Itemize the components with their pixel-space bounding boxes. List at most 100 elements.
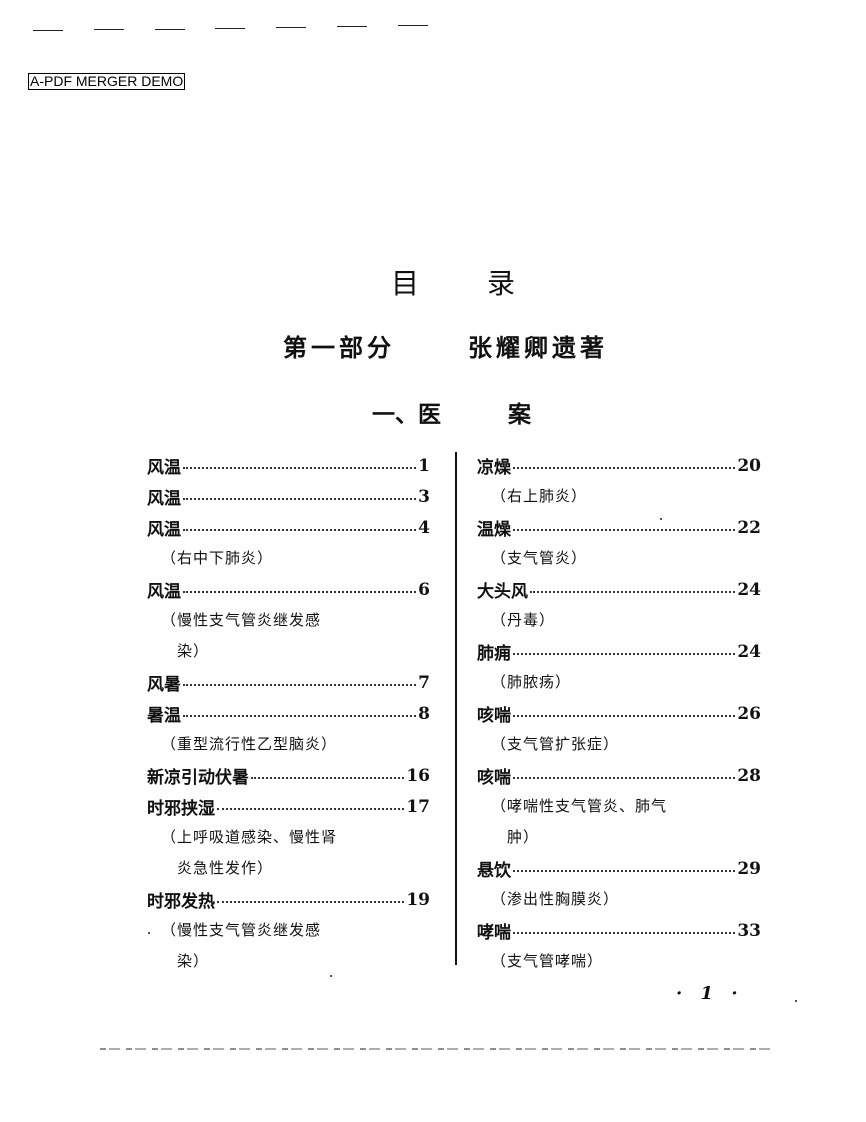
toc-entry-page: 33 bbox=[737, 920, 761, 941]
toc-entry-note: （支气管炎） bbox=[491, 549, 588, 567]
toc-entry-title: 凉燥 bbox=[477, 458, 511, 478]
toc-entry-title: 咳喘 bbox=[477, 768, 511, 788]
toc-entry-note: （右上肺炎） bbox=[491, 487, 588, 505]
dot-leader bbox=[183, 528, 417, 531]
dot-leader bbox=[217, 807, 405, 810]
page-title-char-2: 录 bbox=[487, 267, 516, 300]
toc-entry[interactable]: 新凉引动伏暑 16 bbox=[147, 760, 430, 791]
toc-entry-note: 炎急性发作） bbox=[177, 859, 274, 877]
column-divider bbox=[455, 452, 457, 965]
section-heading: 一、医 案 bbox=[0, 395, 866, 428]
part-heading-author: 张耀卿遗著 bbox=[468, 333, 608, 362]
toc-entry-title: 风温 bbox=[147, 520, 181, 540]
toc-entry-title: 风温 bbox=[147, 458, 181, 478]
dot-leader bbox=[513, 869, 736, 872]
toc-entry-note: （上呼吸道感染、慢性肾 bbox=[161, 828, 338, 846]
toc-entry-page: 24 bbox=[737, 579, 761, 600]
dot-leader bbox=[217, 900, 405, 903]
toc-entry[interactable]: 咳喘 28 bbox=[477, 760, 761, 791]
watermark-label: A-PDF MERGER DEMO bbox=[28, 73, 186, 90]
toc-entry[interactable]: 风暑 7 bbox=[147, 667, 430, 698]
toc-entry-title: 新凉引动伏暑 bbox=[147, 768, 249, 788]
header-dash bbox=[276, 27, 306, 28]
scan-speck bbox=[660, 518, 662, 520]
toc-entry[interactable]: 时邪挟湿 17 bbox=[147, 791, 430, 822]
toc-entry-note: 肿） bbox=[507, 828, 540, 846]
toc-entry-page: 3 bbox=[418, 486, 430, 507]
toc-entry-page: 20 bbox=[737, 455, 761, 476]
dot-leader bbox=[183, 466, 417, 469]
dot-leader bbox=[513, 528, 736, 531]
toc-entry-title: 咳喘 bbox=[477, 706, 511, 726]
toc-entry-page: 1 bbox=[418, 455, 430, 476]
header-dash bbox=[33, 30, 63, 31]
scan-speck bbox=[795, 1000, 797, 1002]
toc-entry-title: 哮喘 bbox=[477, 923, 511, 943]
toc-entry-note: （渗出性胸膜炎） bbox=[491, 890, 620, 908]
scan-speck bbox=[330, 975, 332, 977]
toc-entry-title: 风温 bbox=[147, 489, 181, 509]
toc-entry-page: 4 bbox=[418, 517, 430, 538]
toc-entry-note: （支气管哮喘） bbox=[491, 952, 604, 970]
toc-entry-page: 24 bbox=[737, 641, 761, 662]
toc-entry[interactable]: 时邪发热 19 bbox=[147, 884, 430, 915]
toc-entry-page: 19 bbox=[406, 889, 430, 910]
toc-entry-note: （支气管扩张症） bbox=[491, 735, 620, 753]
toc-entry-title: 肺痈 bbox=[477, 644, 511, 664]
scan-artifact-line bbox=[100, 1048, 772, 1050]
dot-leader bbox=[530, 590, 736, 593]
toc-entry[interactable]: 风温 3 bbox=[147, 481, 430, 512]
toc-entry-title: 时邪发热 bbox=[147, 892, 215, 912]
toc-entry[interactable]: 咳喘 26 bbox=[477, 698, 761, 729]
toc-entry-page: 7 bbox=[418, 672, 430, 693]
toc-entry[interactable]: 大头风 24 bbox=[477, 574, 761, 605]
toc-entry-note: （右中下肺炎） bbox=[161, 549, 274, 567]
toc-entry-note: （慢性支气管炎继发感 bbox=[161, 921, 322, 939]
header-dash bbox=[215, 28, 245, 29]
toc-entry-note: 染） bbox=[177, 642, 210, 660]
dot-leader bbox=[183, 714, 417, 717]
toc-entry[interactable]: 风温 4 bbox=[147, 512, 430, 543]
page-title: 目 录 bbox=[0, 262, 866, 300]
toc-entry-title: 时邪挟湿 bbox=[147, 799, 215, 819]
toc-entry-title: 风温 bbox=[147, 582, 181, 602]
toc-entry-note: （哮喘性支气管炎、肺气 bbox=[491, 797, 668, 815]
header-dash bbox=[398, 25, 428, 26]
toc-entry[interactable]: 凉燥 20 bbox=[477, 450, 761, 481]
header-dash bbox=[155, 29, 185, 30]
dot-leader bbox=[513, 931, 736, 934]
page-title-char-1: 目 bbox=[391, 267, 420, 300]
dot-leader bbox=[513, 776, 736, 779]
toc-entry-title: 大头风 bbox=[477, 582, 528, 602]
dot-leader bbox=[251, 776, 405, 779]
dot-leader bbox=[513, 714, 736, 717]
toc-entry-title: 风暑 bbox=[147, 675, 181, 695]
toc-entry[interactable]: 肺痈 24 bbox=[477, 636, 761, 667]
dot-leader bbox=[183, 683, 417, 686]
toc-entry-page: 29 bbox=[737, 858, 761, 879]
toc-entry-note: 染） bbox=[177, 952, 210, 970]
dot-leader bbox=[513, 466, 736, 469]
toc-entry-page: 28 bbox=[737, 765, 761, 786]
toc-entry-title: 暑温 bbox=[147, 706, 181, 726]
toc-entry-page: 17 bbox=[406, 796, 430, 817]
dot-leader bbox=[513, 652, 736, 655]
toc-entry-page: 16 bbox=[406, 765, 430, 786]
scan-speck bbox=[148, 932, 150, 934]
part-heading: 第一部分 张耀卿遗著 bbox=[0, 328, 866, 362]
toc-entry-note: （慢性支气管炎继发感 bbox=[161, 611, 322, 629]
toc-entry-page: 26 bbox=[737, 703, 761, 724]
toc-entry[interactable]: 哮喘 33 bbox=[477, 915, 761, 946]
header-dash bbox=[337, 26, 367, 27]
header-dash bbox=[94, 29, 124, 30]
dot-leader bbox=[183, 590, 417, 593]
toc-entry-page: 22 bbox=[737, 517, 761, 538]
toc-entry-note: （肺脓疡） bbox=[491, 673, 572, 691]
toc-entry[interactable]: 风温 1 bbox=[147, 450, 430, 481]
part-heading-label: 第一部分 bbox=[283, 333, 395, 362]
